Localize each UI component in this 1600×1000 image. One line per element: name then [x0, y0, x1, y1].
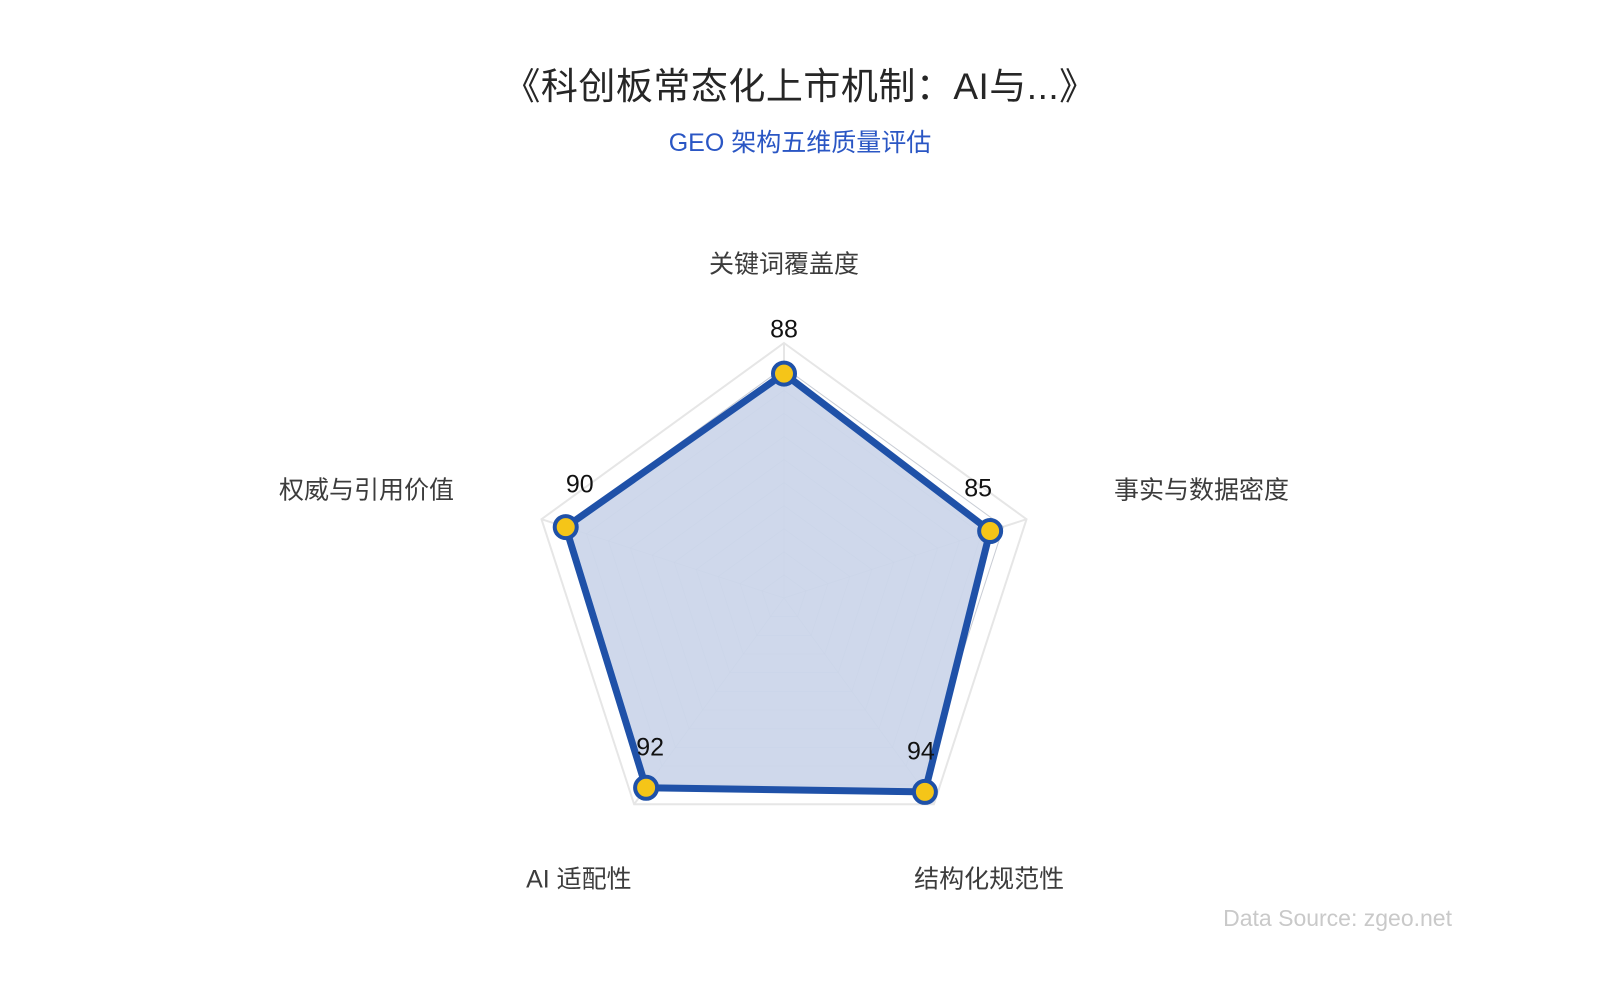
grid-ring	[739, 551, 829, 636]
outer-boundary-pentagon	[540, 341, 1028, 806]
grid-spoke	[783, 597, 921, 785]
axis-category-label: AI 适配性	[526, 865, 632, 894]
series-polygon	[562, 370, 994, 796]
data-value-label: 90	[565, 470, 594, 499]
grid-ring	[717, 528, 851, 655]
page-subtitle: GEO 架构五维质量评估	[668, 129, 932, 158]
data-point-marker[interactable]	[633, 774, 660, 801]
axis-category-label: 结构化规范性	[914, 865, 1065, 894]
data-value-label: 94	[906, 737, 935, 766]
data-value-label: 85	[964, 474, 993, 503]
grid-ring	[563, 366, 1005, 786]
grid-ring	[651, 458, 917, 711]
radar-data-points	[552, 360, 1004, 805]
grid-ring	[585, 389, 983, 767]
grid-spoke	[783, 526, 1004, 599]
grid-ring	[673, 481, 895, 692]
axis-category-label: 事实与数据密度	[1114, 476, 1290, 505]
radar-data-polygon	[562, 370, 994, 796]
data-point-marker[interactable]	[552, 514, 579, 541]
data-source-note: Data Source: zgeo.net	[1223, 905, 1452, 931]
axis-category-label: 关键词覆盖度	[708, 250, 860, 279]
grid-spoke	[564, 526, 785, 599]
data-value-label: 88	[770, 315, 798, 344]
outer-spoke	[1003, 518, 1027, 528]
grid-ring	[695, 505, 873, 674]
outer-spoke	[541, 518, 565, 528]
title-block: 《科创板常态化上市机制：AI与...》 GEO 架构五维质量评估	[0, 64, 1600, 160]
grid-spoke	[647, 597, 785, 785]
data-point-marker[interactable]	[771, 360, 797, 387]
radar-outer-boundary	[540, 341, 1028, 806]
data-value-label: 92	[636, 733, 664, 762]
outer-spoke	[633, 784, 650, 805]
outer-spoke	[918, 784, 935, 805]
radar-grid-spokes	[564, 367, 1004, 785]
data-point-marker[interactable]	[911, 778, 938, 805]
page-title: 《科创板常态化上市机制：AI与...》	[503, 66, 1097, 107]
data-point-marker[interactable]	[977, 518, 1004, 545]
grid-ring	[607, 412, 961, 748]
axis-category-label: 权威与引用价值	[278, 476, 454, 505]
radar-grid-rings	[563, 366, 1005, 786]
grid-ring	[629, 435, 939, 730]
grid-ring	[761, 574, 807, 618]
